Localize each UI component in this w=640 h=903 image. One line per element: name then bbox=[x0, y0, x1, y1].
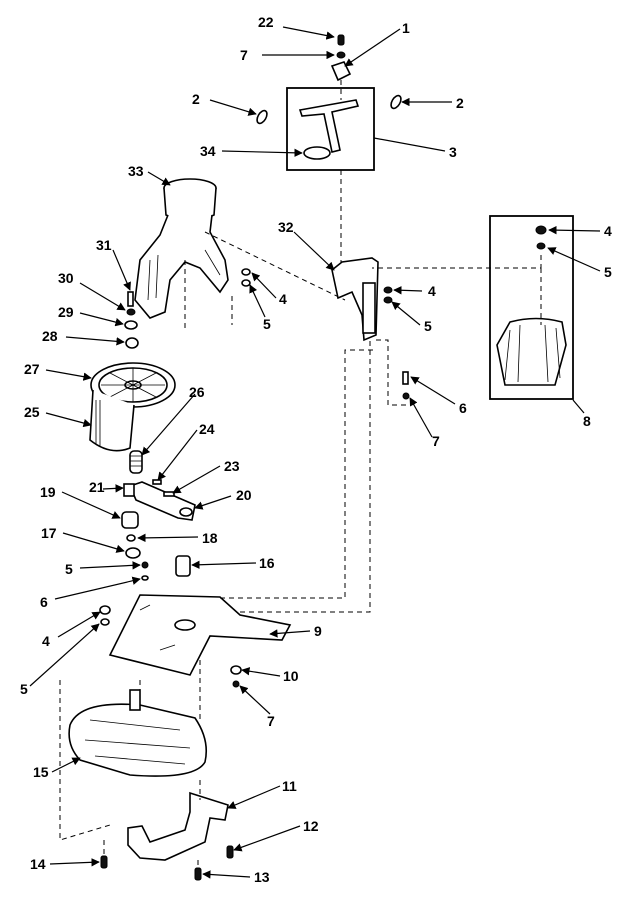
callout-29: 30 bbox=[58, 270, 74, 286]
part-26-pulley bbox=[90, 362, 176, 408]
callout-2-left: 2 bbox=[192, 91, 200, 107]
callout-5-housing: 5 bbox=[263, 316, 271, 332]
callout-7-left: 6 bbox=[40, 594, 48, 610]
callout-30: 31 bbox=[96, 237, 112, 253]
part-27-nut bbox=[125, 337, 139, 349]
callout-33: 34 bbox=[200, 143, 216, 159]
callout-5-left: 5 bbox=[20, 681, 28, 697]
part-5-washer-housing bbox=[241, 279, 251, 287]
part-29-washer bbox=[126, 308, 136, 316]
part-7-washer-left bbox=[141, 575, 149, 581]
leader-lines bbox=[29, 26, 601, 879]
part-32-housing bbox=[134, 178, 229, 319]
callout-4-right: 4 bbox=[604, 223, 612, 239]
callout-5-bracket: 5 bbox=[424, 318, 432, 334]
part-25-spring bbox=[129, 450, 143, 474]
callout-20: 20 bbox=[236, 487, 252, 503]
callout-18: 18 bbox=[202, 530, 218, 546]
callout-10: 10 bbox=[283, 668, 299, 684]
callout-28: 29 bbox=[58, 304, 74, 320]
callout-14: 14 bbox=[30, 856, 46, 872]
callout-11: 11 bbox=[282, 778, 297, 794]
callout-25: 26 bbox=[189, 384, 205, 400]
callout-labels: 22 7 1 2 2 3 34 33 32 4 5 4 5 4 5 6 7 8 … bbox=[20, 14, 612, 885]
part-1-clip bbox=[330, 61, 352, 82]
part-24-belt bbox=[89, 389, 135, 452]
part-2-ring-right bbox=[390, 94, 402, 110]
part-34-screw bbox=[337, 34, 345, 46]
callout-21: 21 bbox=[89, 479, 105, 495]
part-4-nut-right bbox=[535, 225, 547, 235]
part-3-link bbox=[298, 80, 360, 153]
part-20-arm bbox=[128, 481, 196, 521]
callout-13: 13 bbox=[254, 869, 270, 885]
callout-4-bracket: 4 bbox=[428, 283, 436, 299]
callout-7-plate: 7 bbox=[267, 713, 275, 729]
part-15-gearcase bbox=[59, 660, 208, 841]
part-9-plate bbox=[108, 340, 376, 676]
part-group-3-frame bbox=[286, 87, 375, 171]
part-2-ring-left bbox=[256, 109, 268, 125]
callout-26: 27 bbox=[24, 361, 40, 377]
callout-34: 22 bbox=[258, 14, 274, 30]
callout-19: 19 bbox=[40, 484, 56, 500]
callout-4-housing: 4 bbox=[279, 291, 287, 307]
callout-16: 16 bbox=[259, 555, 275, 571]
callout-6-bracket: 6 bbox=[459, 400, 467, 416]
part-5-washer-left bbox=[100, 618, 110, 626]
callout-9: 9 bbox=[314, 623, 322, 639]
part-10-nut bbox=[230, 665, 242, 675]
part-28-washer bbox=[124, 320, 138, 330]
callout-12: 12 bbox=[303, 818, 319, 834]
callout-31: 32 bbox=[278, 219, 294, 235]
part-4-nut-bracket bbox=[383, 286, 393, 294]
callout-6-left: 5 bbox=[65, 561, 73, 577]
part-17-washer bbox=[125, 547, 141, 559]
callout-4-left: 4 bbox=[42, 633, 50, 649]
callout-23: 24 bbox=[199, 421, 215, 437]
callout-3: 3 bbox=[449, 144, 457, 160]
part-7-washer-bracket bbox=[376, 339, 410, 406]
part-7-washer-plate bbox=[232, 680, 240, 688]
callout-15: 15 bbox=[33, 764, 49, 780]
callout-17: 17 bbox=[41, 525, 57, 541]
part-8-frame bbox=[372, 215, 574, 400]
part-6-bolt-bracket bbox=[402, 371, 409, 385]
callout-1: 1 bbox=[402, 20, 410, 36]
callout-24: 25 bbox=[24, 404, 40, 420]
callout-7-top: 7 bbox=[240, 47, 248, 63]
part-19-bushing bbox=[121, 511, 139, 529]
callout-22: 23 bbox=[224, 458, 240, 474]
callout-5-right: 5 bbox=[604, 264, 612, 280]
callout-7-bracket: 7 bbox=[432, 433, 440, 449]
part-13-screw bbox=[194, 860, 202, 881]
part-16-nut bbox=[175, 555, 191, 577]
part-4-nut-left bbox=[99, 605, 111, 615]
part-6-bolt-left bbox=[141, 561, 149, 569]
part-31-bracket bbox=[331, 170, 379, 342]
callout-8: 8 bbox=[583, 413, 591, 429]
part-12-screw bbox=[226, 845, 234, 859]
callout-32: 33 bbox=[128, 163, 144, 179]
part-22-pin bbox=[163, 491, 175, 497]
part-7-washer-top bbox=[336, 51, 346, 59]
callout-27: 28 bbox=[42, 328, 58, 344]
part-18-ring bbox=[126, 534, 136, 542]
callout-2-right: 2 bbox=[456, 95, 464, 111]
part-5-washer-bracket bbox=[383, 296, 393, 304]
part-30-bolt bbox=[127, 291, 134, 307]
part-5-washer-right bbox=[536, 242, 546, 250]
part-33-disc bbox=[303, 146, 331, 160]
part-14-screw bbox=[100, 840, 108, 869]
part-4-nut-housing bbox=[241, 268, 251, 276]
part-23-pin bbox=[152, 479, 162, 485]
part-21-clip bbox=[123, 483, 135, 497]
part-11-bracket bbox=[127, 780, 229, 861]
